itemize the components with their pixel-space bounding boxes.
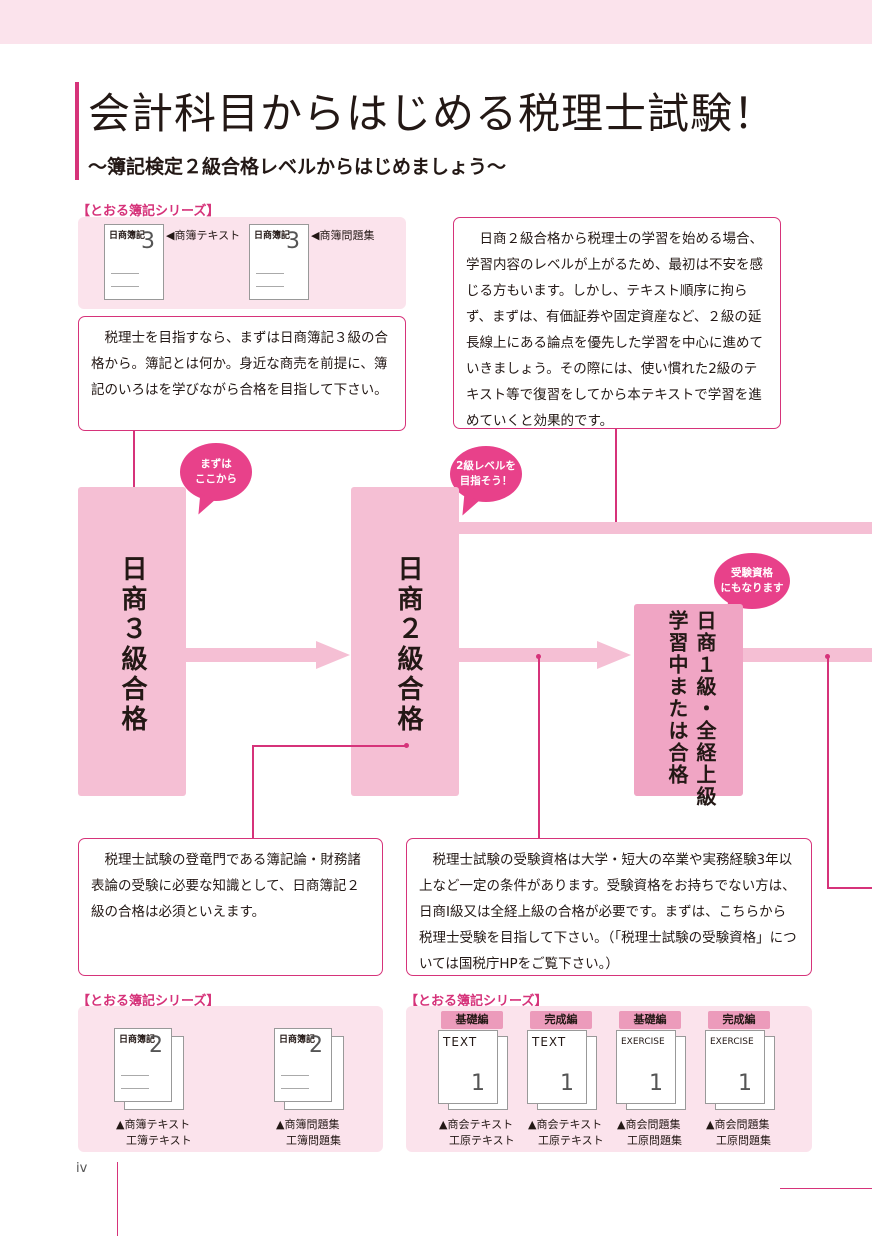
page-number: iv [76,1161,88,1176]
connector-line [615,429,617,529]
book-cover-grade2-text: 日商簿記 2 [114,1028,172,1102]
book-cover-grade3-text: 日商簿記 3 [104,224,164,300]
book-caption: ◀商簿問題集 [311,229,375,242]
stage-grade1-line2: 学習中または合格 [665,610,689,786]
callout-text: まずは ここから [195,458,237,485]
series-label-top: 【とおる簿記シリーズ】 [77,204,220,219]
connector-line [827,656,829,888]
book-cover-text-complete: TEXT 1 [527,1030,587,1104]
book-cover-title: 日商簿記 [109,231,146,241]
book-cover-grade2-exercise: 日商簿記 2 [274,1028,332,1102]
arrow-head [597,641,631,669]
book-caption: ▲商会問題集 [706,1118,770,1131]
book-cover-grade3-exercise: 日商簿記 3 [249,224,309,300]
book-caption: 工簿問題集 [286,1134,341,1147]
book-cover-title: 日商簿記 [119,1035,156,1045]
footer-rule [117,1162,118,1236]
connector-line [252,745,254,838]
book-cover-grade: 3 [141,229,155,254]
callout-aim-grade2: 2級レベルを 目指そう！ [450,446,522,502]
connector-line [133,431,135,487]
arrow-shaft [459,648,599,662]
callout-start-here: まずは ここから [180,443,252,501]
page-subtitle: 〜簿記検定２級合格レベルからはじめましょう〜 [88,156,507,178]
series-label-bottom-right: 【とおる簿記シリーズ】 [405,994,548,1009]
book-cover-grade: 2 [309,1033,323,1058]
book-cover-lines [111,273,139,287]
book-caption: 工原問題集 [716,1134,771,1147]
book-caption: 工原テキスト [449,1134,515,1147]
footer-rule [780,1188,872,1189]
book-cover-number: 1 [649,1071,663,1096]
book-cover-grade: 2 [149,1033,163,1058]
book-cover-title: TEXT [443,1035,478,1049]
stage-grade3-label: 日商３級合格 [117,555,147,735]
top-band [0,0,872,44]
stage-grade1-line1: 日商１級・全経上級 [693,610,717,808]
book-cover-lines [281,1075,309,1089]
book-level-tab: 完成編 [530,1011,592,1029]
book-cover-grade: 3 [286,229,300,254]
book-cover-exercise-complete: EXERCISE 1 [705,1030,765,1104]
book-cover-title: EXERCISE [710,1037,754,1047]
book-caption: 工原問題集 [627,1134,682,1147]
series-label-bottom-left: 【とおる簿記シリーズ】 [77,994,220,1009]
book-cover-title: 日商簿記 [254,231,291,241]
book-cover-title: EXERCISE [621,1037,665,1047]
callout-text: 2級レベルを 目指そう！ [456,460,516,487]
connector-line [827,887,872,889]
callout-text: 受験資格 にもなります [720,567,784,594]
stage-grade2-label: 日商２級合格 [393,555,423,735]
book-cover-lines [121,1075,149,1089]
book-caption: ◀商簿テキスト [166,229,241,242]
book-cover-text-basic: TEXT 1 [438,1030,498,1104]
band-to-right [459,522,872,534]
book-cover-lines [256,273,284,287]
text-box-grade2-start: 日商２級合格から税理士の学習を始める場合、学習内容のレベルが上がるため、最初は不… [453,217,781,429]
callout-tail [192,493,216,519]
book-cover-title: 日商簿記 [279,1035,316,1045]
text-box-eligibility: 税理士試験の受験資格は大学・短大の卒業や実務経験3年以上など一定の条件があります… [406,838,812,976]
book-caption: 工原テキスト [538,1134,604,1147]
stage-grade1 [634,604,743,796]
book-cover-number: 1 [738,1071,752,1096]
text-box-grade3: 税理士を目指すなら、まずは日商簿記３級の合格から。簿記とは何か。身近な商売を前提… [78,316,406,431]
book-cover-number: 1 [560,1071,574,1096]
book-caption: ▲商簿問題集 [276,1118,340,1131]
arrow-head [316,641,350,669]
book-level-tab: 完成編 [708,1011,770,1029]
book-cover-title: TEXT [532,1035,567,1049]
book-cover-exercise-basic: EXERCISE 1 [616,1030,676,1104]
book-caption: ▲商会テキスト [528,1118,603,1131]
connector-line [538,656,540,838]
band-to-right [743,648,872,662]
page-title: 会計科目からはじめる税理士試験！ [88,89,777,138]
stage-grade1-label: 日商１級・全経上級 学習中または合格 [663,610,719,808]
book-caption: ▲商簿テキスト [116,1118,191,1131]
arrow-shaft [186,648,316,662]
book-level-tab: 基礎編 [619,1011,681,1029]
callout-tail [456,494,480,520]
stage-grade3 [78,487,186,796]
title-accent-bar [75,82,79,180]
book-caption: ▲商会テキスト [439,1118,514,1131]
book-cover-number: 1 [471,1071,485,1096]
book-caption: 工簿テキスト [126,1134,192,1147]
text-box-gateway: 税理士試験の登竜門である簿記論・財務諸表論の受験に必要な知識として、日商簿記２級… [78,838,383,976]
book-level-tab: 基礎編 [441,1011,503,1029]
callout-qualification: 受験資格 にもなります [714,553,790,609]
book-caption: ▲商会問題集 [617,1118,681,1131]
connector-line [252,745,407,747]
